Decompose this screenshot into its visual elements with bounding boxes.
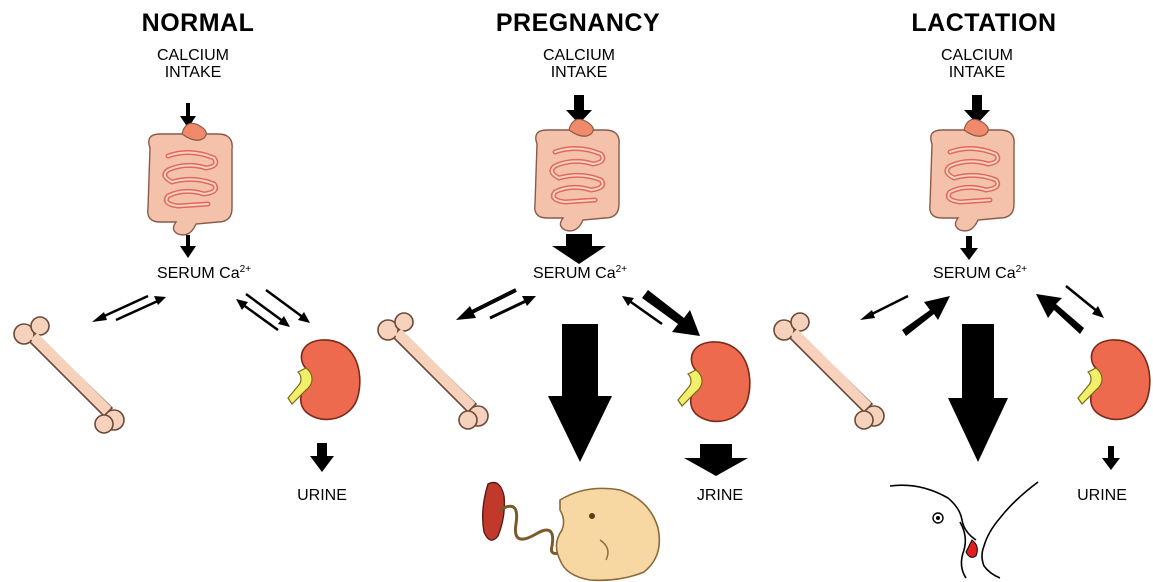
title-lactation: LACTATION (876, 10, 1092, 36)
bone-exchange-arrows (92, 296, 166, 322)
milk-transfer-arrow (948, 324, 1008, 462)
serum-calcium-label: SERUM Ca2+ (104, 266, 304, 283)
serum-superscript: 2+ (1016, 264, 1027, 275)
bone-icon (14, 317, 124, 433)
intestine-icon (930, 119, 1014, 231)
calcium-intake-label: CALCIUM INTAKE (902, 48, 1052, 82)
urine-label: URINE (1052, 488, 1152, 505)
kidney-exchange-arrows (622, 290, 700, 336)
intake-line-2: INTAKE (118, 65, 268, 82)
breastfeeding-illustration (890, 482, 1038, 578)
bone-icon (378, 313, 488, 429)
calcium-intake-label: CALCIUM INTAKE (118, 48, 268, 82)
intake-line-1: CALCIUM (902, 48, 1052, 65)
placental-transfer-arrow (548, 324, 612, 462)
lactation-column (774, 95, 1150, 578)
serum-text: SERUM Ca (157, 265, 240, 282)
pregnancy-column (378, 95, 750, 580)
calcium-intake-label: CALCIUM INTAKE (504, 48, 654, 82)
intake-line-1: CALCIUM (504, 48, 654, 65)
serum-text: SERUM Ca (933, 265, 1016, 282)
bone-exchange-arrows (860, 296, 950, 336)
title-pregnancy: PREGNANCY (460, 10, 696, 36)
absorption-arrow (960, 236, 978, 260)
title-normal: NORMAL (108, 10, 288, 36)
intestine-icon (535, 119, 619, 231)
intake-line-2: INTAKE (902, 65, 1052, 82)
urine-arrow (1102, 446, 1120, 470)
absorption-arrow (552, 234, 606, 264)
urine-label: JRINE (660, 488, 780, 505)
serum-superscript: 2+ (240, 264, 251, 275)
intestine-icon (148, 123, 232, 235)
bone-exchange-arrows (456, 290, 536, 320)
kidney-icon (1078, 340, 1150, 420)
urine-arrow (310, 443, 334, 472)
kidney-exchange-arrows (236, 290, 310, 330)
serum-calcium-label: SERUM Ca2+ (480, 266, 680, 283)
fetus-illustration (483, 483, 660, 581)
normal-column (14, 103, 360, 472)
serum-text: SERUM Ca (533, 265, 616, 282)
kidney-exchange-arrows (1036, 286, 1104, 334)
intake-line-1: CALCIUM (118, 48, 268, 65)
kidney-icon (288, 340, 360, 420)
bone-icon (774, 313, 884, 429)
serum-calcium-label: SERUM Ca2+ (880, 266, 1080, 283)
absorption-arrow (180, 235, 196, 258)
urine-arrow (684, 444, 748, 476)
serum-superscript: 2+ (616, 264, 627, 275)
urine-label: URINE (262, 488, 382, 505)
kidney-icon (678, 342, 750, 422)
intake-line-2: INTAKE (504, 65, 654, 82)
